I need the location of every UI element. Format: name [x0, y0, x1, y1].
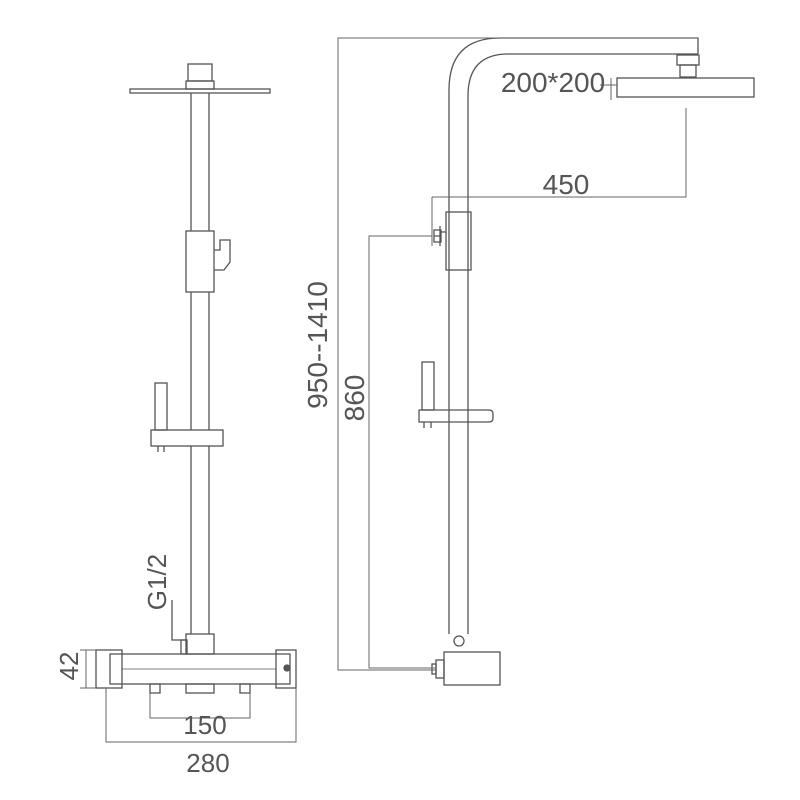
dim-head-size-leader — [600, 78, 617, 100]
side-elbow-screw — [453, 635, 465, 647]
front-holder-stem — [157, 446, 165, 452]
front-lower-connector — [185, 633, 215, 655]
side-valve-cap — [431, 663, 437, 675]
front-diverter-handle — [214, 239, 231, 271]
front-inlet-leader — [171, 600, 186, 641]
front-head-connector-base — [185, 80, 215, 90]
label-head-size: 200*200 — [501, 67, 605, 98]
side-valve-nut — [435, 659, 445, 679]
label-handshower-height: 860 — [339, 375, 370, 422]
side-riser-inner — [467, 53, 698, 634]
dim-height-range-line — [337, 37, 698, 671]
side-dimensions — [337, 37, 698, 671]
dim-valve-width-line — [105, 688, 297, 743]
dim-handshower-height-line — [368, 235, 436, 669]
side-diverter-body — [445, 211, 472, 271]
front-head-connector — [187, 63, 213, 82]
front-outlet-center — [185, 683, 215, 694]
side-holder-stem — [423, 422, 432, 428]
side-valve-body — [443, 651, 501, 686]
front-view — [95, 63, 297, 694]
front-outlet-right — [239, 683, 251, 694]
dim-inlet-spacing-line — [149, 693, 251, 719]
dim-arm-reach-line — [432, 108, 687, 198]
front-handshower-slider — [150, 429, 224, 447]
side-head-connector — [676, 54, 700, 66]
side-view — [418, 37, 755, 686]
side-handshower-slider — [418, 409, 494, 423]
front-diverter-body — [185, 230, 215, 293]
label-inlet-spacing: 150 — [183, 710, 226, 740]
front-handshower — [154, 382, 168, 431]
front-riser-pipe — [190, 93, 210, 634]
label-arm-reach: 450 — [543, 169, 590, 200]
side-shower-head — [616, 77, 755, 98]
label-inlet-thread: G1/2 — [142, 554, 172, 610]
side-handshower — [421, 361, 435, 411]
front-outlet-left — [149, 683, 161, 694]
label-valve-height: 42 — [54, 652, 84, 681]
front-dimensions — [80, 649, 297, 743]
side-diverter-handle — [434, 226, 446, 246]
side-head-nut — [679, 64, 697, 78]
side-diverter-knob — [433, 229, 442, 243]
label-height-range: 950--1410 — [302, 281, 333, 409]
front-valve-indicator — [283, 664, 291, 672]
label-valve-width: 280 — [186, 748, 229, 778]
front-valve-left-knob — [95, 649, 123, 689]
side-riser-outer — [448, 37, 699, 634]
dim-valve-height-line — [80, 649, 96, 689]
